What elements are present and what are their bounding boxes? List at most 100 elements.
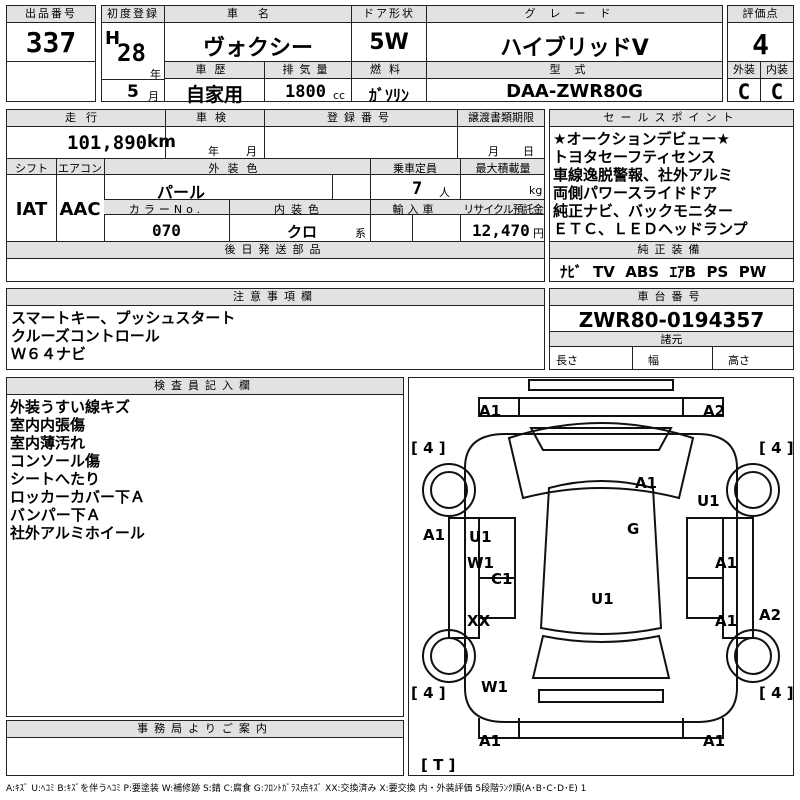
- grade: ハイブリッドV: [500, 36, 649, 61]
- chassis-number: ZWR80-0194357: [578, 308, 765, 332]
- inspector-box: 検査員記入欄 外装うすい線キズ 室内内張傷 室内薄汚れ コンソール傷 シートへた…: [6, 377, 404, 717]
- shift-label: シフト: [15, 162, 48, 175]
- inspector-line: 社外アルミホイール: [10, 524, 145, 542]
- delivery-parts-label: 後日発送部品: [7, 242, 544, 259]
- transfer-month-unit: 月: [488, 145, 499, 158]
- model-label: 型式: [427, 62, 722, 79]
- colorno: 070: [152, 221, 181, 240]
- tire-mark: [ 4 ]: [411, 684, 446, 702]
- height-label: 高さ: [728, 354, 750, 367]
- dims-label: 諸元: [550, 331, 793, 347]
- car-diagram: [ 4 ] [ 4 ] [ 4 ] [ 4 ] [ T ] A1 A2 A1 U…: [408, 377, 794, 776]
- damage-mark: U1: [697, 492, 720, 510]
- capacity: 7: [412, 179, 423, 199]
- inspection-label: 車検: [166, 110, 264, 127]
- sales-point-line: 純正ナビ、バックモニター: [553, 202, 734, 220]
- mileage-unit: km: [147, 132, 177, 152]
- import-label: 輸入車: [392, 203, 438, 216]
- fuel-label: 燃料: [352, 62, 426, 79]
- color-label: 外装色: [208, 162, 266, 175]
- office-label: 事務局よりご案内: [7, 721, 403, 738]
- lot-number-label: 出品番号: [7, 6, 95, 23]
- damage-mark: XX: [467, 612, 491, 630]
- damage-mark: A1: [479, 732, 501, 750]
- month-unit: 月: [148, 90, 159, 103]
- maxload-label: 最大積載量: [475, 162, 531, 175]
- car-outline: [ 4 ] [ 4 ] [ 4 ] [ 4 ] [ T ] A1 A2 A1 U…: [411, 379, 794, 774]
- registration-year: 28: [117, 39, 146, 67]
- capacity-unit: 人: [439, 186, 450, 199]
- delivery-parts-box: 後日発送部品: [6, 241, 545, 282]
- inspector-line: 室内薄汚れ: [10, 434, 86, 452]
- equipment-item: PS: [706, 263, 729, 281]
- note-line: Ｗ６４ナビ: [11, 345, 87, 363]
- note-line: クルーズコントロール: [11, 327, 160, 345]
- office-box: 事務局よりご案内: [6, 720, 404, 776]
- colorno-label: カラーNo.: [128, 203, 205, 216]
- score: 4: [752, 28, 769, 61]
- legend: A:ｷｽﾞ U:ﾍｺﾐ B:ｷｽﾞを伴うﾍｺﾐ P:要塗装 W:補修跡 S:錆 …: [6, 784, 587, 794]
- first-registration-label: 初度登録: [102, 6, 164, 23]
- aircon: AAC: [59, 199, 101, 220]
- damage-mark: A1: [479, 402, 501, 420]
- transfer-deadline-box: 譲渡書類期限 月 日: [457, 109, 545, 159]
- aircon-label: エアコン: [58, 162, 102, 175]
- mileage-label: 走行: [7, 110, 165, 127]
- equipment-label: 純正装備: [550, 242, 793, 259]
- car-name-box: 車名 ヴォクシー: [164, 5, 352, 62]
- tire-mark: [ 4 ]: [411, 439, 446, 457]
- equipment-item: PW: [738, 263, 767, 281]
- lot-number-box: 出品番号 337: [6, 5, 96, 62]
- model: DAA-ZWR80G: [506, 81, 643, 102]
- inspector-line: シートへたり: [10, 470, 101, 488]
- history-label: 車歴: [165, 62, 264, 79]
- damage-mark: A1: [715, 554, 737, 572]
- displacement-unit: cc: [333, 89, 346, 102]
- interior-score: C: [770, 80, 784, 104]
- exterior-box: 外装 C: [727, 61, 761, 104]
- shift: IAT: [15, 199, 48, 220]
- inspector-line: 室内内張傷: [10, 416, 86, 434]
- capacity-label: 乗車定員: [393, 162, 437, 175]
- registration-month: 5: [127, 82, 139, 102]
- recycle-unit: 円: [533, 227, 544, 240]
- equipment-item: ﾅﾋﾞ: [560, 263, 583, 281]
- tire-mark: [ 4 ]: [759, 684, 793, 702]
- damage-mark: W1: [481, 678, 508, 696]
- score-label: 評価点: [728, 6, 793, 23]
- fuel: ｶﾞｿﾘﾝ: [368, 86, 409, 105]
- inspector-line: バンパー下Ａ: [10, 506, 101, 524]
- damage-mark: C1: [491, 570, 512, 588]
- lot-number-lower: [6, 61, 96, 102]
- recycle: 12,470: [472, 221, 530, 240]
- maxload-unit: kg: [529, 184, 543, 197]
- history-box: 車歴 自家用: [164, 61, 265, 106]
- registration-number-box: 登録番号: [264, 109, 458, 159]
- note-line: スマートキー、プッシュスタート: [11, 309, 236, 327]
- score-box: 評価点 4: [727, 5, 794, 62]
- damage-mark: A1: [635, 474, 657, 492]
- damage-mark: A1: [715, 612, 737, 630]
- inspection-year-unit: 年: [208, 145, 219, 158]
- inspector-label: 検査員記入欄: [7, 378, 403, 395]
- sales-point-line: 両側パワースライドドア: [553, 184, 718, 202]
- displacement-label: 排気量: [265, 62, 351, 79]
- transfer-deadline-label: 譲渡書類期限: [458, 110, 544, 127]
- length-label: 長さ: [556, 354, 578, 367]
- sales-point-line: ★オークションデビュー★: [553, 130, 730, 148]
- damage-mark: A2: [759, 606, 781, 624]
- sales-point-line: ＥＴＣ、ＬＥＤヘッドランプ: [553, 220, 748, 238]
- interior-label: 内装: [761, 62, 793, 79]
- sales-points-box: セールスポイント ★オークションデビュー★ トヨタセーフティセンス 車線逸脱警報…: [549, 109, 794, 242]
- inspection-box: 車検 年 月: [165, 109, 265, 159]
- displacement: 1800: [285, 82, 326, 102]
- inspector-line: コンソール傷: [10, 452, 101, 470]
- intcolor-label: 内装色: [274, 203, 325, 216]
- chassis-label: 車台番号: [550, 289, 793, 306]
- equipment-item: ABS: [625, 263, 660, 281]
- lot-number: 337: [25, 26, 77, 59]
- notes-box: 注意事項欄 スマートキー、プッシュスタート クルーズコントロール Ｗ６４ナビ: [6, 288, 545, 370]
- fuel-box: 燃料 ｶﾞｿﾘﾝ: [351, 61, 427, 105]
- door-label: ドア形状: [352, 6, 426, 23]
- registration-number-label: 登録番号: [265, 110, 457, 127]
